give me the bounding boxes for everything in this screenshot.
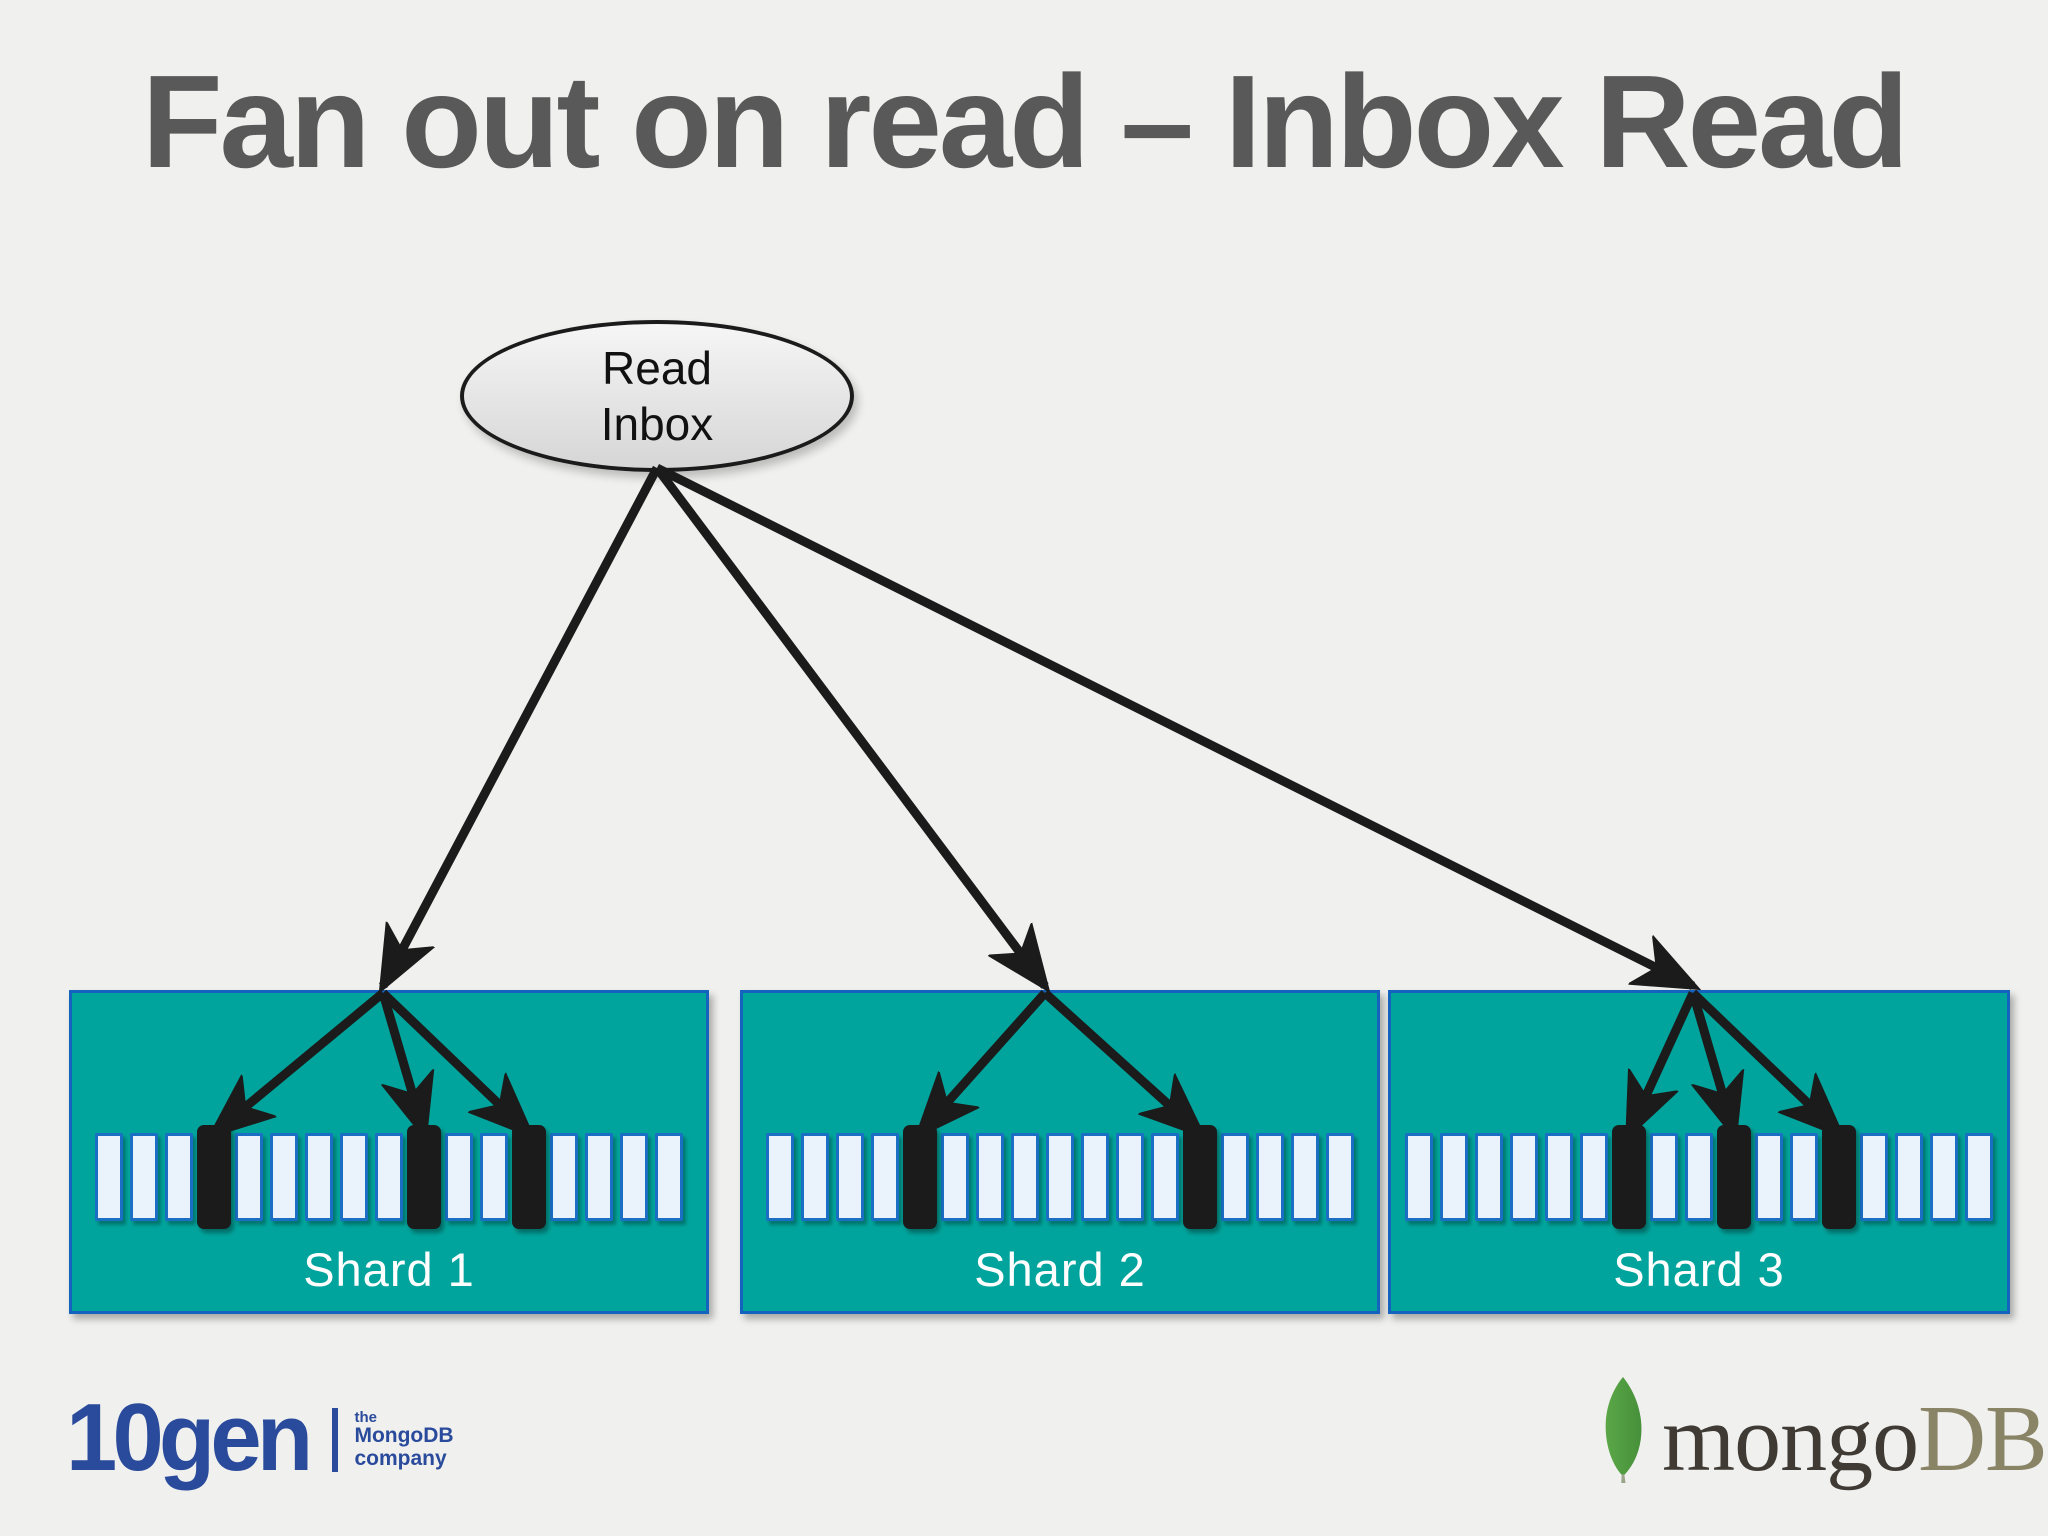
chunk-cell (1895, 1133, 1923, 1221)
query-arrow (653, 465, 1045, 986)
chunk-cell (235, 1133, 263, 1221)
read-inbox-node: Read Inbox (460, 320, 854, 472)
chunk-cell (1405, 1133, 1433, 1221)
mongodb-wordmark-mongo: mongo (1662, 1387, 1919, 1491)
chunk-cell (976, 1133, 1004, 1221)
tengen-logo-divider (332, 1408, 339, 1472)
chunk-cell (1011, 1133, 1039, 1221)
chunk-cell (836, 1133, 864, 1221)
chunk-cell (95, 1133, 123, 1221)
chunk-cell (801, 1133, 829, 1221)
chunk-cell-read (1183, 1125, 1217, 1229)
shard-3-label: Shard 3 (1613, 1243, 1785, 1296)
chunk-cell (445, 1133, 473, 1221)
chunk-row (1391, 1125, 2007, 1229)
query-arrow (383, 465, 661, 986)
chunk-cell (1510, 1133, 1538, 1221)
tengen-tagline-line: the (354, 1409, 377, 1426)
chunk-cell (1685, 1133, 1713, 1221)
chunk-cell-read (1612, 1125, 1646, 1229)
chunk-cell (1440, 1133, 1468, 1221)
mongodb-wordmark: mongoDB (1662, 1392, 2048, 1486)
page-title: Fan out on read – Inbox Read (141, 48, 1909, 195)
chunk-row (743, 1125, 1377, 1229)
chunk-cell (1291, 1133, 1319, 1221)
chunk-cell (941, 1133, 969, 1221)
chunk-cell (1326, 1133, 1354, 1221)
chunk-cell (1046, 1133, 1074, 1221)
chunk-cell (1930, 1133, 1958, 1221)
read-inbox-label-line1: Read (602, 341, 712, 394)
chunk-cell (1580, 1133, 1608, 1221)
chunk-cell (1475, 1133, 1503, 1221)
shard-3-box: Shard 3 (1388, 990, 2010, 1314)
shard-2-box: Shard 2 (740, 990, 1380, 1314)
chunk-cell-read (1717, 1125, 1751, 1229)
chunk-cell (1790, 1133, 1818, 1221)
shard-1-box: Shard 1 (69, 990, 709, 1314)
chunk-cell (130, 1133, 158, 1221)
leaf-icon (1605, 1376, 1642, 1484)
mongodb-logo: mongoDB (1594, 1376, 2048, 1486)
tengen-wordmark: 10gen (66, 1384, 313, 1491)
chunk-row (72, 1125, 706, 1229)
query-arrow (654, 463, 1693, 986)
chunk-cell (340, 1133, 368, 1221)
mongodb-wordmark-db: DB (1918, 1387, 2048, 1491)
chunk-cell (1151, 1133, 1179, 1221)
chunk-cell (480, 1133, 508, 1221)
chunk-cell (655, 1133, 683, 1221)
tengen-logo: 10gen the MongoDB company (66, 1384, 454, 1491)
tengen-tagline-line: MongoDB (354, 1424, 454, 1447)
chunk-cell (1116, 1133, 1144, 1221)
chunk-cell (305, 1133, 333, 1221)
chunk-cell (550, 1133, 578, 1221)
chunk-cell-read (407, 1125, 441, 1229)
chunk-cell (871, 1133, 899, 1221)
read-inbox-label-line2: Inbox (600, 398, 714, 450)
chunk-cell (165, 1133, 193, 1221)
chunk-cell (620, 1133, 648, 1221)
shard-1-label: Shard 1 (303, 1243, 475, 1296)
chunk-cell (1755, 1133, 1783, 1221)
tengen-tagline: the MongoDB company (354, 1410, 453, 1470)
chunk-cell (375, 1133, 403, 1221)
chunk-cell-read (197, 1125, 231, 1229)
chunk-cell (1650, 1133, 1678, 1221)
chunk-cell (1860, 1133, 1888, 1221)
shard-2-label: Shard 2 (974, 1243, 1146, 1296)
chunk-cell-read (512, 1125, 546, 1229)
chunk-cell (1545, 1133, 1573, 1221)
chunk-cell-read (1822, 1125, 1856, 1229)
chunk-cell (1081, 1133, 1109, 1221)
chunk-cell (1256, 1133, 1284, 1221)
chunk-cell (766, 1133, 794, 1221)
chunk-cell (1965, 1133, 1993, 1221)
chunk-cell (270, 1133, 298, 1221)
tengen-tagline-line: company (354, 1446, 447, 1470)
chunk-cell (1221, 1133, 1249, 1221)
chunk-cell-read (903, 1125, 937, 1229)
chunk-cell (585, 1133, 613, 1221)
